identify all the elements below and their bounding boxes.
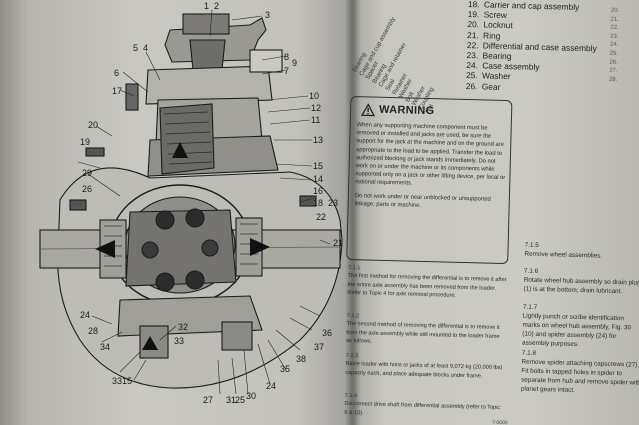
warning-paragraph: Do not work under or near unblocked or u… (354, 192, 491, 209)
edge-text: 20. 21. 22. 23. 24. 25. 26. 27. 28. (608, 7, 620, 83)
differential-exploded-diagram: 1 2 3 4 5 6 7 8 9 10 11 12 13 14 15 16 1… (39, 1, 343, 405)
callout-32: 32 (178, 322, 188, 332)
callout-25: 25 (235, 395, 245, 405)
book-gutter (345, 0, 361, 425)
callout-21: 21 (333, 238, 343, 248)
parts-list: 18.Carrier and cap assembly 19.Screw 20.… (466, 0, 598, 94)
callout-6: 6 (114, 68, 119, 78)
list-item: 26.Gear (465, 80, 501, 92)
warning-title: WARNING (378, 103, 435, 118)
callout-17: 17 (112, 86, 122, 96)
callout-29: 29 (82, 168, 92, 178)
diagram-arrows (95, 142, 270, 350)
up-arrow-lower-icon (142, 336, 158, 350)
callout-38: 38 (296, 354, 306, 364)
warning-triangle-icon (360, 103, 376, 117)
callout-28: 28 (88, 326, 98, 336)
step-7-1-6: 7.1.6 Rotate wheel hub assembly so drain… (523, 267, 639, 296)
callout-19: 19 (80, 137, 90, 147)
callout-37: 37 (314, 342, 324, 352)
callout-31: 31 (226, 395, 236, 405)
callout-8: 8 (284, 52, 289, 62)
callout-24-lower: 24 (266, 381, 276, 391)
callout-5: 5 (133, 43, 138, 53)
callout-12: 12 (311, 103, 321, 113)
callout-23: 23 (328, 198, 338, 208)
callout-24: 24 (80, 310, 90, 320)
callout-9: 9 (292, 58, 297, 68)
callout-10: 10 (309, 91, 319, 101)
right-page (352, 0, 639, 425)
callout-36: 36 (322, 328, 332, 338)
callout-14: 14 (313, 174, 323, 184)
callout-20: 20 (88, 120, 98, 130)
step-7-1-4: 7.1.4 Disconnect drive shaft from differ… (344, 392, 501, 417)
step-7-1-1: 7.1.1 The first method for removing the … (347, 264, 507, 300)
callout-33-lower: 33 (112, 376, 122, 386)
callout-numbers: 1 2 3 4 5 6 7 8 9 10 11 12 13 14 15 16 1… (80, 1, 343, 405)
left-arrow-icon (95, 240, 115, 258)
step-7-1-5: 7.1.5 Remove wheel assemblies. (524, 241, 603, 260)
warning-paragraph: When any supporting machine component mu… (355, 122, 506, 188)
callout-1: 1 (204, 1, 209, 11)
step-7-1-3: 7.1.3 Raise loader with hoist or jacks o… (345, 352, 503, 380)
page-number: 7-0000 (491, 419, 508, 425)
callout-18: 18 (313, 198, 323, 208)
callout-22: 22 (316, 212, 326, 222)
callout-16: 16 (313, 186, 323, 196)
callout-2: 2 (214, 1, 219, 11)
callout-4: 4 (143, 43, 148, 53)
warning-box: WARNING When any supporting machine comp… (346, 95, 513, 265)
callout-15-lower: 15 (122, 376, 132, 386)
right-page-content: Bearing Cage and cup assembly Spacer Bea… (342, 0, 639, 425)
step-7-1-8: 7.1.8 Remove spider attaching capscrews … (520, 349, 639, 394)
callout-27: 27 (203, 395, 213, 405)
callout-33: 33 (174, 336, 184, 346)
up-arrow-icon (172, 142, 188, 158)
callout-13: 13 (313, 135, 323, 145)
callout-15: 15 (313, 161, 323, 171)
callout-30: 30 (246, 391, 256, 401)
callout-26: 26 (82, 184, 92, 194)
step-7-1-2: 7.1.2 The second method of removing the … (345, 312, 500, 345)
diagram-linework (39, 13, 343, 389)
leader-lines (77, 9, 331, 395)
callout-11: 11 (311, 115, 320, 125)
callout-7: 7 (284, 66, 289, 76)
right-arrow-icon (250, 238, 270, 256)
callout-3: 3 (265, 10, 270, 20)
step-7-1-7: 7.1.7 Lightly punch or scribe identifica… (521, 303, 632, 349)
warning-body: When any supporting machine component mu… (354, 121, 506, 217)
callout-35: 35 (280, 364, 290, 374)
callout-34: 34 (100, 342, 110, 352)
